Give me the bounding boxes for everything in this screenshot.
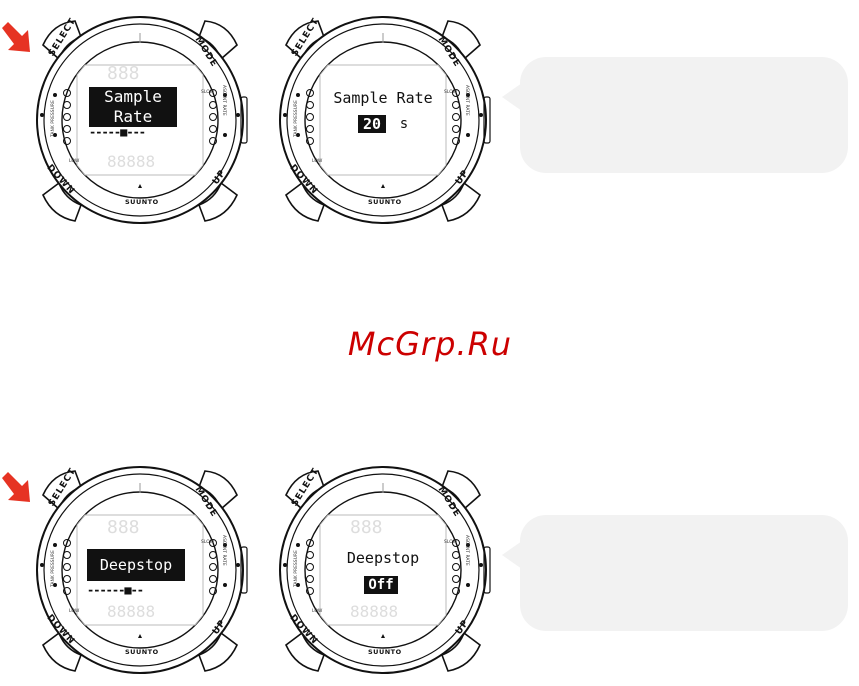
dive-computer-watch: 888 88888 SELECT MODE DOWN UP SUUNTO TAN… — [268, 465, 498, 685]
brand-label: SUUNTO — [368, 198, 402, 206]
menu-item-line1: Sample — [104, 87, 162, 106]
tank-pressure-label: TANK PRESSURE — [51, 550, 56, 587]
setting-value: Off — [364, 576, 398, 594]
brand-label: SUUNTO — [125, 648, 159, 656]
ascent-rate-label: ASCENT RATE — [464, 535, 469, 566]
brand-label: SUUNTO — [368, 648, 402, 656]
slow-label: SLOW — [444, 90, 458, 95]
ascent-rate-label: ASCENT RATE — [221, 535, 226, 566]
brand-label: SUUNTO — [125, 198, 159, 206]
dive-computer-watch: 888 88888 SELECT MODE DOWN UP SUUNTO TAN… — [25, 15, 255, 235]
menu-position-indicator: ------■-- — [87, 583, 144, 597]
ascent-rate-label: ASCENT RATE — [221, 85, 226, 116]
tank-pressure-label: TANK PRESSURE — [294, 100, 299, 137]
low-label: LOW — [312, 159, 323, 164]
setting-title: Deepstop — [346, 549, 420, 567]
slow-label: SLOW — [201, 540, 215, 545]
watermark-text: McGrp.Ru — [347, 325, 513, 363]
low-label: LOW — [69, 159, 80, 164]
setting-unit: s — [399, 116, 409, 132]
svg-text:88888: 88888 — [107, 152, 155, 171]
svg-text:88888: 88888 — [107, 602, 155, 621]
select-arrow-icon — [2, 22, 30, 52]
dive-computer-watch: 888 88888 SELECT MODE DOWN UP SUUNTO TAN… — [25, 465, 255, 685]
svg-text:888: 888 — [350, 517, 383, 538]
tank-pressure-label: TANK PRESSURE — [294, 550, 299, 587]
menu-position-indicator: -----■--- — [89, 125, 146, 139]
svg-text:888: 888 — [107, 517, 140, 538]
ascent-rate-label: ASCENT RATE — [464, 85, 469, 116]
tank-pressure-label: TANK PRESSURE — [51, 100, 56, 137]
select-arrow-icon — [2, 472, 30, 502]
menu-item-highlight: Sample Rate — [89, 87, 177, 127]
slow-label: SLOW — [201, 90, 215, 95]
setting-value: 20 — [358, 115, 386, 133]
low-label: LOW — [69, 609, 80, 614]
note-bubble — [502, 57, 848, 173]
low-label: LOW — [312, 609, 323, 614]
menu-item-highlight: Deepstop — [87, 549, 185, 581]
slow-label: SLOW — [444, 540, 458, 545]
menu-item-line2: Rate — [113, 107, 153, 126]
note-bubble — [502, 515, 848, 631]
svg-text:88888: 88888 — [350, 602, 398, 621]
dive-computer-watch: SELECT MODE DOWN UP SUUNTO TANK PRESSURE… — [268, 15, 498, 235]
setting-title: Sample Rate — [333, 89, 433, 107]
svg-text:888: 888 — [107, 63, 140, 84]
